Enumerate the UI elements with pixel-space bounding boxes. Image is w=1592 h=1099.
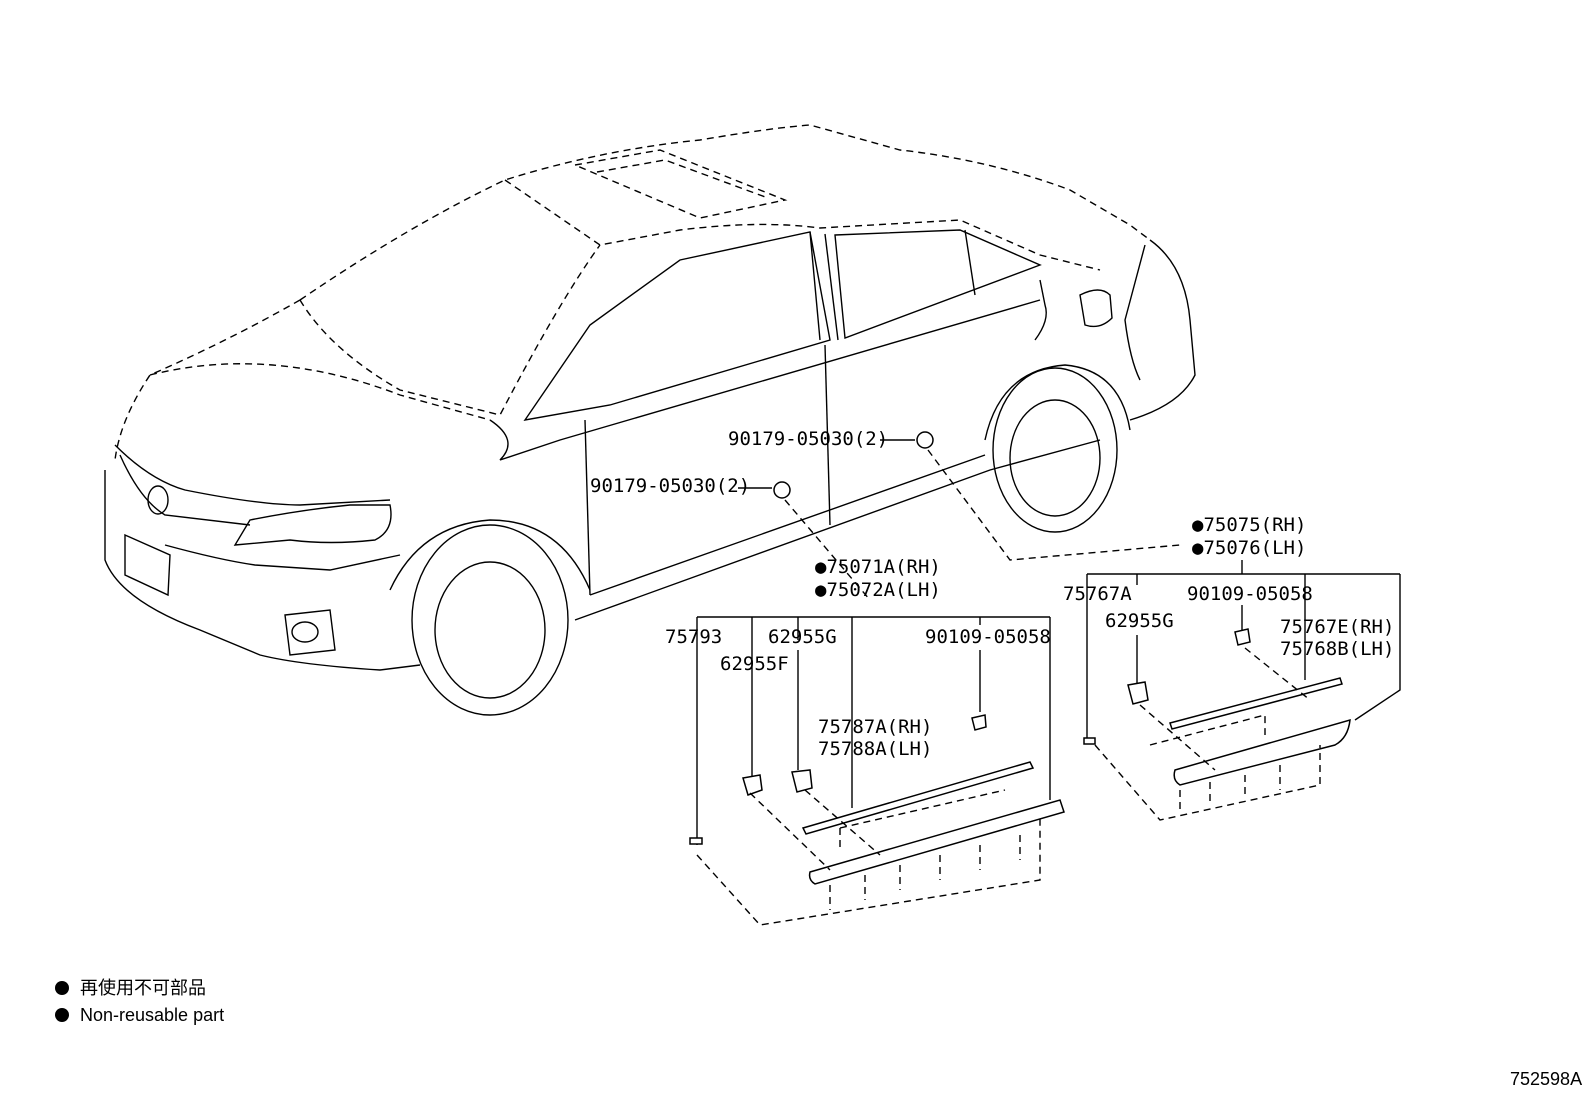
label-rear-moulding-lh: ●75076(LH) bbox=[1192, 537, 1306, 559]
label-front-clip-f: 62955F bbox=[720, 653, 789, 675]
label-front-clip-g: 62955G bbox=[768, 626, 837, 648]
label-clip-rear: 90179-05030(2) bbox=[728, 428, 888, 450]
label-rear-tape: 75767A bbox=[1063, 583, 1132, 605]
rear-clip-62955g-part bbox=[1127, 681, 1149, 705]
label-clip-front: 90179-05030(2) bbox=[590, 475, 750, 497]
rear-screw-90109-part bbox=[1234, 628, 1251, 646]
label-front-tape: 75793 bbox=[665, 626, 722, 648]
label-rear-moulding-rh: ●75075(RH) bbox=[1192, 514, 1306, 536]
front-strip-part bbox=[801, 761, 1035, 835]
front-moulding-part bbox=[808, 799, 1065, 885]
rear-moulding-group: ●75075(RH) ●75076(LH) 75767A 62955G 9010… bbox=[1063, 514, 1401, 821]
body-clips: 90179-05030(2) 90179-05030(2) bbox=[590, 428, 1181, 601]
label-front-moulding-lh: ●75072A(LH) bbox=[815, 579, 941, 601]
legend-bullet-en bbox=[55, 1008, 69, 1022]
screw-90109-part bbox=[971, 714, 987, 731]
legend-jp-text: 再使用不可部品 bbox=[80, 978, 206, 998]
car-illustration bbox=[104, 124, 1196, 716]
label-rear-strip-rh: 75767E(RH) bbox=[1280, 616, 1394, 638]
label-front-moulding-rh: ●75071A(RH) bbox=[815, 556, 941, 578]
legend: 再使用不可部品 Non-reusable part bbox=[55, 978, 224, 1025]
label-rear-strip-lh: 75768B(LH) bbox=[1280, 638, 1394, 660]
clip-62955f-part bbox=[742, 774, 763, 796]
tape-75793-part bbox=[689, 837, 703, 845]
label-front-screw: 90109-05058 bbox=[925, 626, 1051, 648]
clip-62955g-part bbox=[791, 769, 813, 793]
label-front-strip-rh: 75787A(RH) bbox=[818, 716, 932, 738]
tape-75767a-part bbox=[1083, 737, 1096, 745]
legend-en-text: Non-reusable part bbox=[80, 1005, 224, 1025]
clip-front-part bbox=[773, 481, 791, 499]
label-rear-clip-g: 62955G bbox=[1105, 610, 1174, 632]
label-front-strip-lh: 75788A(LH) bbox=[818, 738, 932, 760]
rear-moulding-part bbox=[1173, 718, 1351, 786]
rear-strip-part bbox=[1169, 677, 1343, 730]
legend-bullet-jp bbox=[55, 981, 69, 995]
clip-rear-part bbox=[916, 431, 934, 449]
label-rear-screw: 90109-05058 bbox=[1187, 583, 1313, 605]
front-moulding-group: ●75071A(RH) ●75072A(LH) 75793 62955G 629… bbox=[665, 556, 1065, 926]
figure-id: 752598A bbox=[1510, 1069, 1582, 1089]
